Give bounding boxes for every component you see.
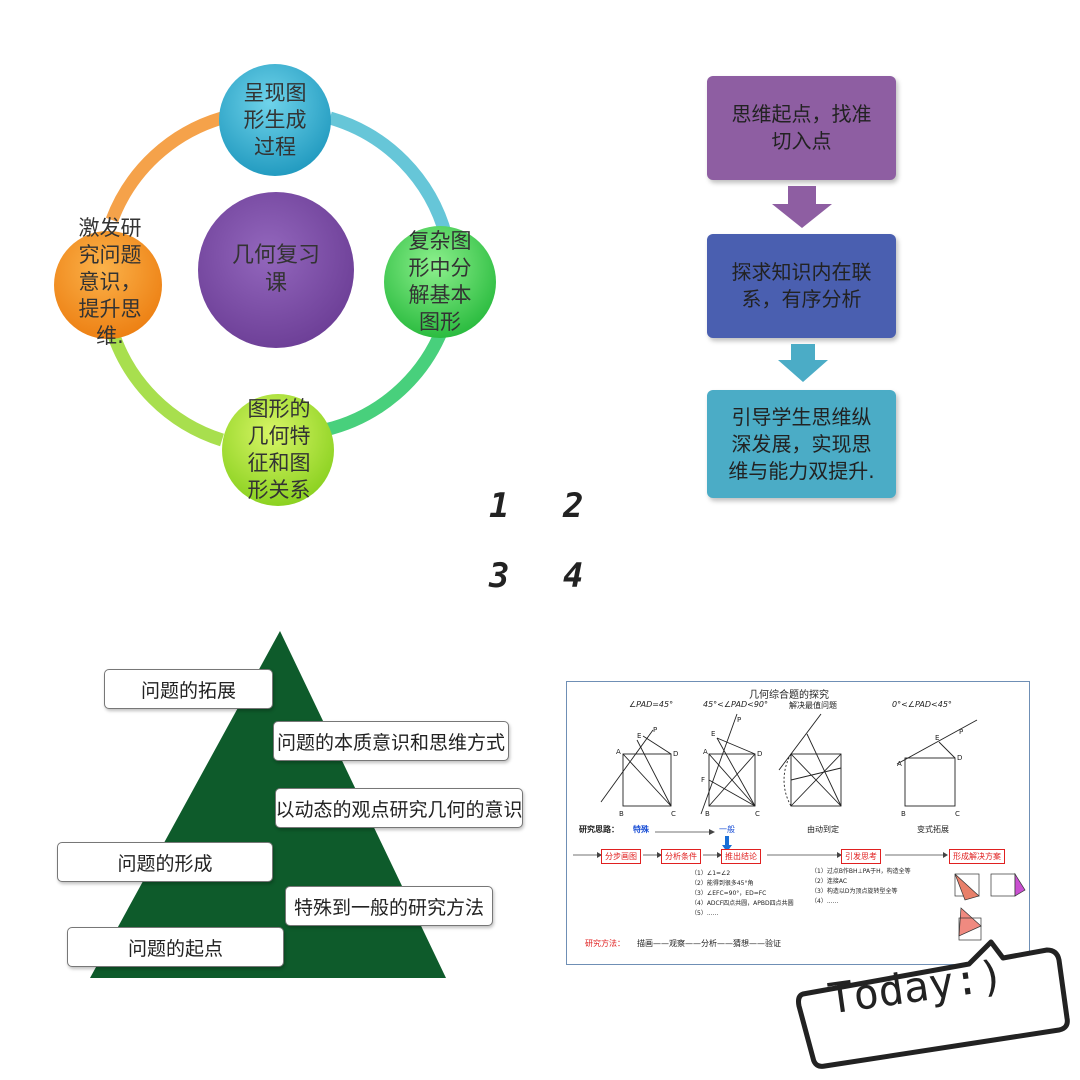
svg-text:C: C (955, 810, 960, 818)
panel-number-4: 4 (563, 556, 584, 596)
doc-list-right-4: （4）...... (811, 898, 839, 905)
doc-step-arrows (573, 852, 948, 858)
cycle-node-left (54, 231, 162, 339)
svg-text:C: C (671, 810, 676, 818)
today-sticker (796, 939, 1070, 1069)
svg-text:C: C (755, 810, 760, 818)
doc-step-5: 形成解决方案 (949, 849, 1005, 864)
svg-text:E: E (935, 734, 939, 742)
doc-header-3: 解决最值问题 (789, 701, 837, 710)
doc-special-label: 特殊 (633, 825, 649, 834)
svg-text:P: P (737, 716, 741, 724)
doc-list-right-1: （1）过点B作BH⊥PA于H，构造全等 (811, 868, 911, 875)
pyramid-label-expansion: 问题的拓展 (104, 669, 273, 709)
flow-box-1: 思维起点，找准 切入点 (707, 76, 896, 180)
ring-arc-top-right (328, 111, 453, 238)
cycle-node-bottom-label: 图形的 几何特 征和图 形关系 (247, 397, 311, 502)
doc-research-label: 研究思路： (579, 825, 619, 834)
doc-list-left-5: （5）...... (691, 910, 719, 917)
svg-text:B: B (901, 810, 906, 818)
flow-arrow-1 (772, 186, 832, 228)
flow-arrow-2 (778, 344, 828, 382)
svg-text:F: F (701, 776, 705, 784)
cycle-node-left-label: 激发研 究问题 意识， 提升思 维. (78, 215, 142, 348)
cycle-diagram (54, 64, 496, 506)
svg-text:P: P (653, 726, 657, 734)
cycle-node-right (384, 226, 496, 338)
doc-list-left-1: （1）∠1=∠2 (691, 870, 731, 877)
doc-list-left-2: （2）能得到很多45°角 (691, 880, 754, 887)
pyramid-label-method: 特殊到一般的研究方法 (285, 886, 493, 926)
cycle-node-top (219, 64, 331, 176)
panel-number-3: 3 (489, 556, 510, 596)
pyramid-label-dynamic: 以动态的观点研究几何的意识 (275, 788, 523, 828)
ring-arc-bottom-right (323, 327, 449, 437)
cycle-node-top-label: 呈现图 形生成 过程 (243, 80, 307, 159)
cycle-center-node (198, 192, 354, 348)
flow-box-3: 引导学生思维纵 深发展，实现思 维与能力双提升. (707, 390, 896, 498)
pyramid-label-formation: 问题的形成 (57, 842, 273, 882)
ring-arc-top-left (105, 111, 224, 223)
svg-text:P: P (959, 728, 963, 736)
geometry-research-document: 几何综合题的探究 ∠PAD=45° 45°<∠PAD<90° 解决最值问题 0°… (566, 681, 1030, 965)
panel-number-1: 1 (489, 486, 510, 526)
doc-geometry-figures: A D B C E P A D B C E P F A D B C E P (600, 713, 978, 818)
doc-special-arrow (655, 829, 715, 835)
svg-text:B: B (705, 810, 710, 818)
pyramid-label-start: 问题的起点 (67, 927, 284, 967)
doc-step-2: 分析条件 (661, 849, 701, 864)
doc-step-1: 分步画图 (601, 849, 641, 864)
svg-text:B: B (619, 810, 624, 818)
doc-list-left-3: （3）∠EFC=90°，ED=FC (691, 890, 767, 897)
svg-text:E: E (711, 730, 715, 738)
doc-step-3: 推出结论 (721, 849, 761, 864)
doc-method-text: 描画——观察——分析——猜想——验证 (637, 939, 781, 948)
doc-caption-dynamic: 由动到定 (807, 825, 839, 834)
doc-list-right-3: （3）构造以D为顶点旋转型全等 (811, 888, 898, 895)
panel-number-2: 2 (563, 486, 584, 526)
doc-general-label: 一般 (719, 825, 735, 834)
svg-text:E: E (637, 732, 641, 740)
doc-list-left-4: （4）ADCF四点共圆，APBD四点共圆 (691, 900, 794, 907)
doc-header-1: ∠PAD=45° (629, 700, 674, 709)
doc-list-right-2: （2）连接AC (811, 878, 848, 885)
doc-header-4: 0°<∠PAD<45° (892, 700, 952, 709)
flow-box-2: 探求知识内在联 系，有序分析 (707, 234, 896, 338)
pyramid-label-essence: 问题的本质意识和思维方式 (273, 721, 509, 761)
svg-text:A: A (703, 748, 708, 756)
svg-text:A: A (897, 760, 902, 768)
doc-title: 几何综合题的探究 (749, 690, 829, 701)
doc-caption-variant: 变式拓展 (917, 825, 949, 834)
doc-method-label: 研究方法： (585, 939, 625, 948)
ring-arc-bottom-left (105, 328, 224, 447)
cycle-center-label: 几何复习 课 (231, 243, 320, 296)
doc-solution-thumbnails (954, 872, 1026, 941)
svg-text:A: A (616, 748, 621, 756)
doc-down-arrow (722, 836, 732, 852)
doc-header-2: 45°<∠PAD<90° (703, 700, 768, 709)
svg-text:D: D (957, 754, 962, 762)
svg-text:D: D (757, 750, 762, 758)
doc-step-4: 引发思考 (841, 849, 881, 864)
svg-text:D: D (673, 750, 678, 758)
cycle-node-right-label: 复杂图 形中分 解基本 图形 (408, 229, 472, 334)
cycle-node-bottom (222, 394, 334, 506)
